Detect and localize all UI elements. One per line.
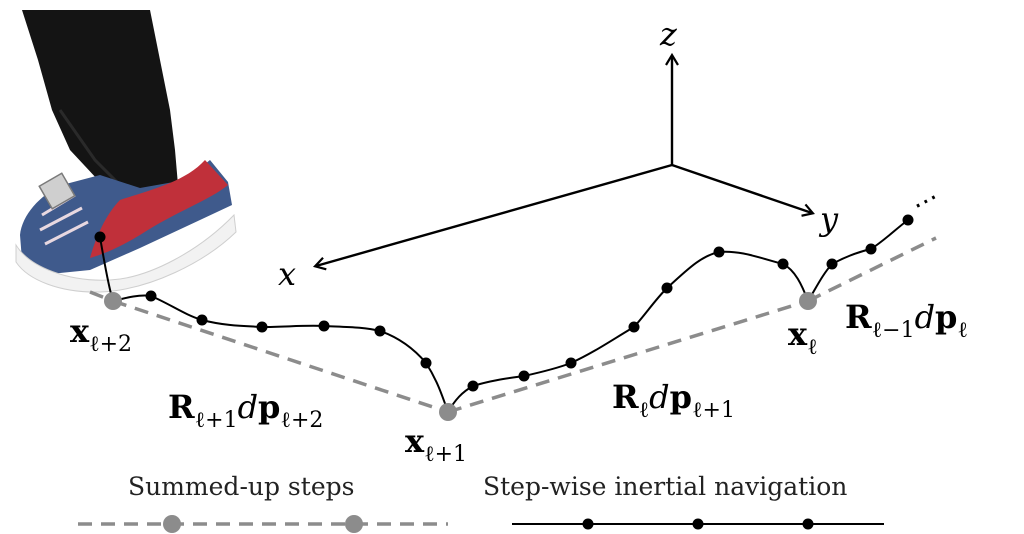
legend-black-dot — [582, 518, 594, 530]
legend-black-dot — [802, 518, 814, 530]
dashed-segment-4 — [807, 236, 937, 303]
step-dot — [661, 282, 673, 294]
label-x-l1: xℓ+1 — [405, 422, 467, 467]
label-r-l1-dp-l2: Rℓ+1dpℓ+2 — [168, 388, 323, 433]
legend-gray-node — [163, 515, 181, 533]
dashed-segment-3 — [447, 299, 809, 414]
step-dot — [865, 243, 877, 255]
step-dot — [826, 258, 838, 270]
coordinate-axes: z y x — [278, 15, 839, 293]
summed-steps-path — [89, 236, 937, 414]
node-x-l1 — [439, 403, 457, 421]
summed-nodes — [104, 292, 817, 421]
step-dot — [196, 314, 208, 326]
step-dot — [94, 231, 106, 243]
legend-label-stepwise: Step-wise inertial navigation — [483, 472, 847, 501]
legend-gray-node — [345, 515, 363, 533]
stepwise-path: ⋯ — [94, 182, 944, 415]
dashed-segment-1 — [89, 290, 114, 303]
step-dot — [713, 246, 725, 258]
step-dot — [420, 357, 432, 369]
x-axis-label: x — [278, 255, 296, 293]
label-x-l2: xℓ+2 — [70, 312, 132, 357]
y-axis-label: y — [818, 200, 839, 238]
step-dot — [777, 258, 789, 270]
x-axis — [312, 163, 673, 271]
label-x-l: xℓ — [788, 315, 818, 360]
step-dot — [145, 290, 157, 302]
step-dot — [518, 370, 530, 382]
node-x-l — [799, 292, 817, 310]
step-dot — [374, 325, 386, 337]
node-x-l2 — [104, 292, 122, 310]
step-dot — [565, 357, 577, 369]
continuation-ellipsis: ⋯ — [907, 182, 944, 221]
legend-label-summed: Summed-up steps — [128, 472, 354, 501]
z-axis-label: z — [659, 15, 678, 53]
step-dot — [467, 380, 479, 392]
step-dot — [318, 320, 330, 332]
step-dot — [256, 321, 268, 333]
label-r-lm1-dp-l: Rℓ−1dpℓ — [845, 298, 968, 343]
legend: Summed-up steps Step-wise inertial navig… — [78, 472, 884, 533]
y-axis — [671, 163, 815, 217]
step-dot — [628, 321, 640, 333]
dashed-segment-2 — [112, 299, 449, 414]
sneaker-icon — [15, 10, 237, 293]
step-dot — [902, 214, 914, 226]
legend-black-dot — [692, 518, 704, 530]
stepwise-curve — [99, 219, 909, 415]
label-r-l-dp-l1: Rℓdpℓ+1 — [612, 378, 735, 423]
